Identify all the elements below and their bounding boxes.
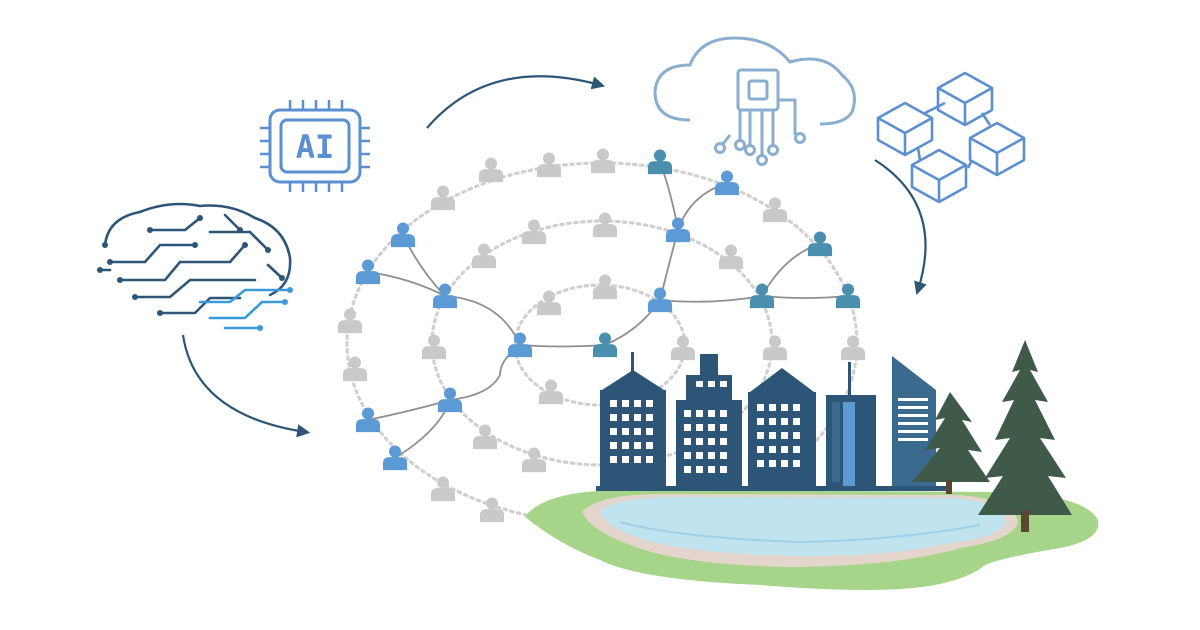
ai-chip-icon (260, 100, 370, 192)
brain-circuit-icon (97, 202, 293, 331)
pine-trees (912, 340, 1072, 532)
arrow-network-to-cloud (426, 75, 606, 129)
buildings (596, 352, 946, 491)
lake-water (600, 496, 1005, 557)
flow-arrows (181, 75, 927, 438)
arrow-blocks-to-city (874, 159, 927, 296)
cloud-circuit-icon (653, 36, 856, 166)
blockchain-cubes-icon (876, 71, 1026, 204)
arrow-brain-to-network (181, 334, 311, 438)
city-lake-icon (525, 340, 1099, 590)
chip-label: AI (296, 128, 335, 166)
